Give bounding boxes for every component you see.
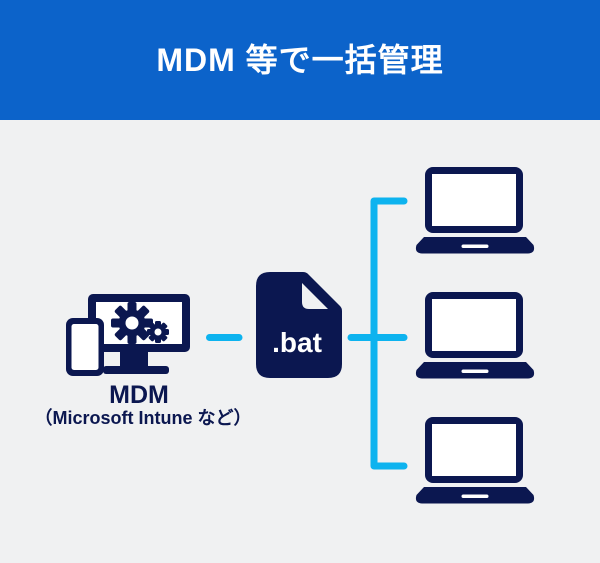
laptop-icon xyxy=(415,167,535,254)
diagram-canvas: MDM （Microsoft Intune など） .bat xyxy=(0,120,600,563)
smartphone-icon xyxy=(66,318,104,376)
bracket-connector xyxy=(370,197,408,470)
laptop-icon xyxy=(415,292,535,379)
bat-file-label: .bat xyxy=(272,327,322,358)
mdm-sublabel: （Microsoft Intune など） xyxy=(34,408,252,428)
connector-lines-icon xyxy=(206,197,408,470)
folded-corner xyxy=(302,283,328,309)
bat-file-icon xyxy=(256,272,342,378)
laptop-icon xyxy=(415,417,535,504)
page-title: MDM 等で一括管理 xyxy=(156,42,444,78)
gear-small-icon xyxy=(147,321,169,343)
title-banner: MDM 等で一括管理 xyxy=(0,0,600,120)
gear-icon xyxy=(111,302,153,344)
mdm-device-icon xyxy=(66,294,190,376)
monitor-gears-icon xyxy=(88,294,190,374)
mdm-label: MDM xyxy=(109,381,169,409)
